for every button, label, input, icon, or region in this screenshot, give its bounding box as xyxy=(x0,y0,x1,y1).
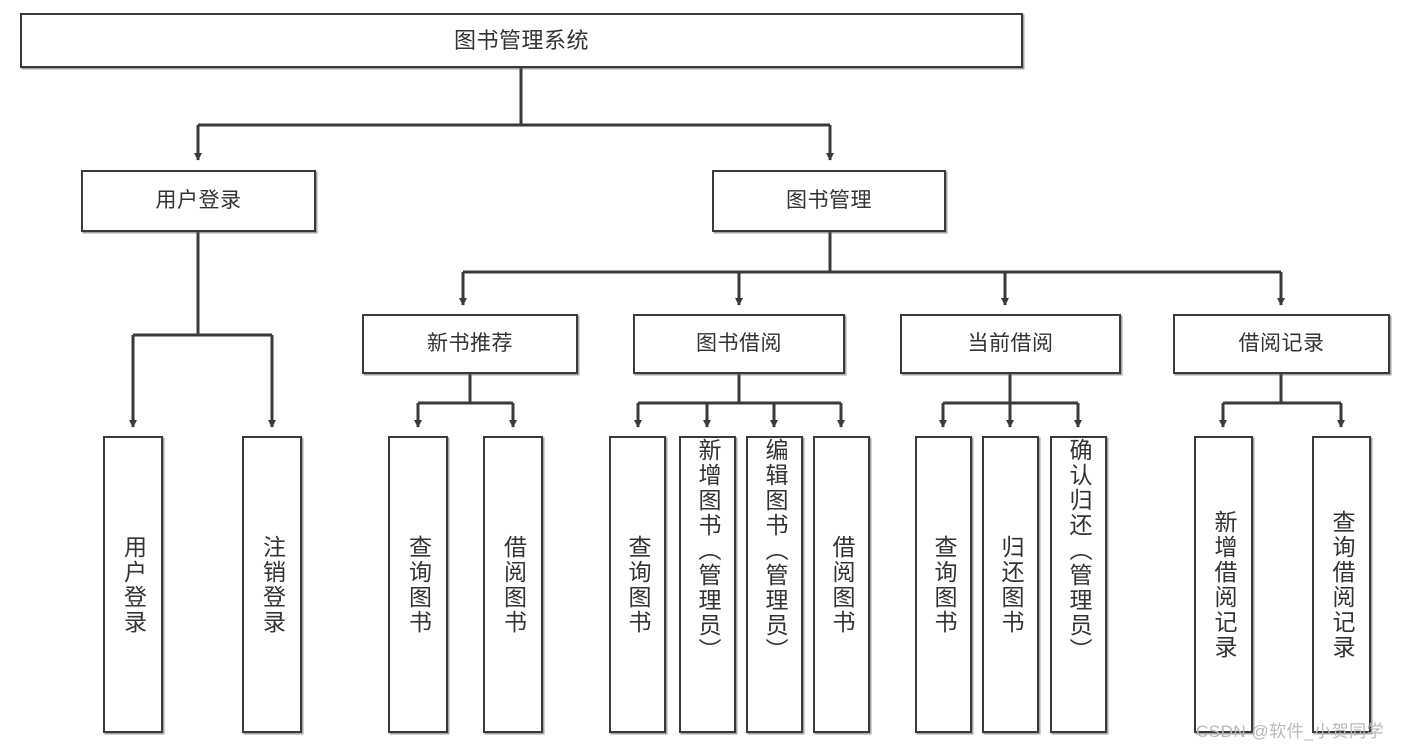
edge-borrow-record-to-leaves xyxy=(1218,374,1346,428)
edge-user-login-to-leaves xyxy=(128,232,277,428)
leaf-borrow-book-1-label: 借阅图书 xyxy=(500,534,527,635)
node-book-borrow[interactable]: 图书借阅 xyxy=(633,314,845,374)
leaf-add-borrow-record[interactable]: 新增借阅记录 xyxy=(1194,436,1253,733)
edge-current-borrow-to-leaves xyxy=(938,374,1083,428)
node-borrow-record-label: 借阅记录 xyxy=(1238,331,1325,355)
leaf-query-borrow-record[interactable]: 查询借阅记录 xyxy=(1312,436,1371,733)
edge-root-to-level2 xyxy=(193,68,835,161)
node-root[interactable]: 图书管理系统 xyxy=(20,13,1023,68)
node-current-borrow[interactable]: 当前借阅 xyxy=(900,314,1121,374)
node-new-book-recommend[interactable]: 新书推荐 xyxy=(362,314,578,374)
leaf-query-book-2-label: 查询图书 xyxy=(625,534,651,635)
leaf-borrow-book-2-label: 借阅图书 xyxy=(829,534,855,635)
leaf-logout-label: 注销登录 xyxy=(259,534,286,635)
node-book-manage[interactable]: 图书管理 xyxy=(712,170,946,232)
leaf-query-book-1[interactable]: 查询图书 xyxy=(388,436,448,733)
leaf-return-book-label: 归还图书 xyxy=(998,534,1024,635)
node-user-login[interactable]: 用户登录 xyxy=(81,170,316,232)
leaf-user-login-label: 用户登录 xyxy=(120,534,147,635)
leaf-query-book-1-label: 查询图书 xyxy=(405,534,432,635)
leaf-query-borrow-record-label: 查询借阅记录 xyxy=(1329,509,1355,660)
leaf-add-borrow-record-label: 新增借阅记录 xyxy=(1211,509,1237,660)
node-borrow-record[interactable]: 借阅记录 xyxy=(1173,314,1390,374)
node-book-borrow-label: 图书借阅 xyxy=(696,331,782,355)
leaf-user-login[interactable]: 用户登录 xyxy=(103,436,163,733)
leaf-query-book-2[interactable]: 查询图书 xyxy=(609,436,666,733)
leaf-confirm-return-admin-label: 确认归还（管理员） xyxy=(1066,438,1092,663)
edge-book-borrow-to-leaves xyxy=(633,374,846,428)
leaf-query-book-3[interactable]: 查询图书 xyxy=(915,436,972,733)
leaf-borrow-book-1[interactable]: 借阅图书 xyxy=(483,436,543,733)
leaf-confirm-return-admin[interactable]: 确认归还（管理员） xyxy=(1050,436,1107,733)
leaf-return-book[interactable]: 归还图书 xyxy=(982,436,1039,733)
leaf-query-book-3-label: 查询图书 xyxy=(931,534,957,635)
node-root-label: 图书管理系统 xyxy=(453,27,589,53)
node-user-login-label: 用户登录 xyxy=(155,188,242,212)
node-current-borrow-label: 当前借阅 xyxy=(967,331,1054,355)
leaf-logout[interactable]: 注销登录 xyxy=(242,436,302,733)
edge-book-manage-to-level3 xyxy=(458,232,1286,306)
node-new-book-recommend-label: 新书推荐 xyxy=(427,331,513,355)
node-book-manage-label: 图书管理 xyxy=(786,188,872,212)
leaf-add-book-admin-label: 新增图书（管理员） xyxy=(695,438,721,663)
edge-new-book-recommend-to-leaves xyxy=(413,374,518,428)
leaf-edit-book-admin[interactable]: 编辑图书（管理员） xyxy=(746,436,803,733)
leaf-borrow-book-2[interactable]: 借阅图书 xyxy=(813,436,870,733)
csdn-watermark: CSDN @软件_小贺同学 xyxy=(1196,722,1385,741)
leaf-add-book-admin[interactable]: 新增图书（管理员） xyxy=(679,436,736,733)
leaf-edit-book-admin-label: 编辑图书（管理员） xyxy=(762,438,788,663)
